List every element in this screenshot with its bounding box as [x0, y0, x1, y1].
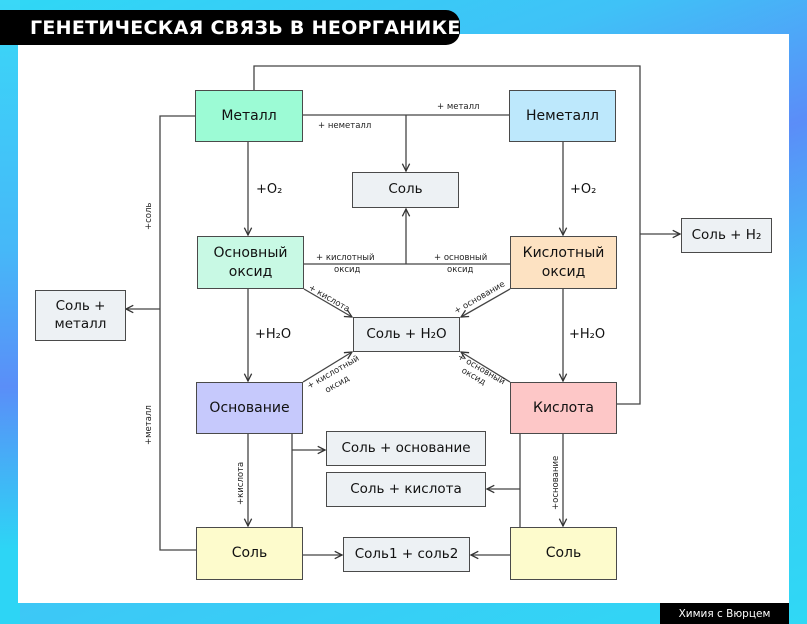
- node-nonmetal: Неметалл: [509, 90, 616, 142]
- page-title: ГЕНЕТИЧЕСКАЯ СВЯЗЬ В НЕОРГАНИКЕ: [30, 16, 461, 39]
- line-metal-right-loop: [253, 65, 641, 405]
- node-acidic-oxide-line2: оксид: [541, 263, 586, 280]
- label-plus-metal: + металл: [437, 102, 480, 112]
- node-salt-metal-line1: Соль +: [55, 297, 106, 314]
- node-base: Основание: [196, 382, 303, 434]
- arrow-acid-salt-water: [461, 352, 511, 383]
- label-plus-nonmetal: + неметалл: [318, 121, 371, 131]
- label-plus-salt: +соль: [144, 203, 154, 230]
- footer-credit: Химия с Вюрцем: [660, 603, 789, 624]
- label-o2-right: +O₂: [570, 182, 596, 197]
- node-salt-h2: Соль + H₂: [681, 218, 772, 253]
- label-plus-acid-vert: +кислота: [236, 462, 246, 505]
- node-salt-left-label: Соль: [231, 545, 268, 562]
- node-salt-top: Соль: [352, 172, 459, 208]
- node-salt-water: Соль + H₂O: [353, 317, 460, 352]
- title-bar: ГЕНЕТИЧЕСКАЯ СВЯЗЬ В НЕОРГАНИКЕ: [0, 10, 460, 45]
- line-metal-left-loop: [159, 115, 196, 551]
- label-basic-oxide-l1: + основный: [434, 253, 487, 263]
- label-plus-base-diag: + основание: [453, 279, 507, 316]
- node-salt-acid: Соль + кислота: [326, 472, 486, 507]
- node-acidic-oxide-line1: Кислотный: [522, 245, 605, 262]
- label-acidic-oxide-l1: + кислотный: [316, 253, 375, 263]
- arrow-acidic-oxide-salt-water: [461, 288, 511, 317]
- label-h2o-left: +H₂O: [255, 327, 291, 342]
- label-o2-left: +O₂: [256, 182, 282, 197]
- node-acidic-oxide: Кислотный оксид: [510, 236, 617, 289]
- node-basic-oxide: Основный оксид: [197, 236, 304, 289]
- footer-credit-text: Химия с Вюрцем: [678, 607, 771, 620]
- node-salt-h2-label: Соль + H₂: [691, 226, 762, 243]
- node-salt-top-label: Соль: [388, 181, 423, 198]
- node-basic-oxide-line2: оксид: [228, 263, 273, 280]
- node-basic-oxide-line1: Основный: [213, 245, 288, 262]
- node-salt-metal-line2: металл: [54, 315, 107, 332]
- arrow-base-salt-water: [302, 352, 352, 383]
- background-gradient: [0, 0, 20, 624]
- node-metal: Металл: [195, 90, 303, 142]
- label-acidic-oxide-l2: оксид: [334, 265, 361, 275]
- label-plus-acid-diag: + кислота: [307, 283, 352, 315]
- node-salt-right-label: Соль: [545, 545, 582, 562]
- node-salt-left: Соль: [196, 527, 303, 580]
- node-salt-metal: Соль + металл: [35, 290, 126, 341]
- node-salt-base-label: Соль + основание: [341, 439, 471, 456]
- node-salt1-salt2: Соль1 + соль2: [343, 537, 470, 572]
- label-h2o-right: +H₂O: [569, 327, 605, 342]
- node-nonmetal-label: Неметалл: [526, 107, 599, 124]
- node-salt-water-label: Соль + H₂O: [366, 325, 447, 342]
- arrow-basic-oxide-salt-water: [303, 288, 352, 317]
- node-acid: Кислота: [510, 382, 617, 434]
- label-basic-oxide-l2: оксид: [447, 265, 474, 275]
- label-plus-base-vert: +основание: [551, 456, 561, 510]
- node-metal-label: Металл: [221, 107, 277, 124]
- node-salt-base: Соль + основание: [326, 431, 486, 466]
- node-salt-acid-label: Соль + кислота: [350, 480, 462, 497]
- node-salt-right: Соль: [510, 527, 617, 580]
- node-salt1-salt2-label: Соль1 + соль2: [354, 545, 459, 562]
- node-acid-label: Кислота: [533, 399, 594, 416]
- label-plus-metal-vert: +металл: [144, 405, 154, 445]
- node-base-label: Основание: [209, 399, 290, 416]
